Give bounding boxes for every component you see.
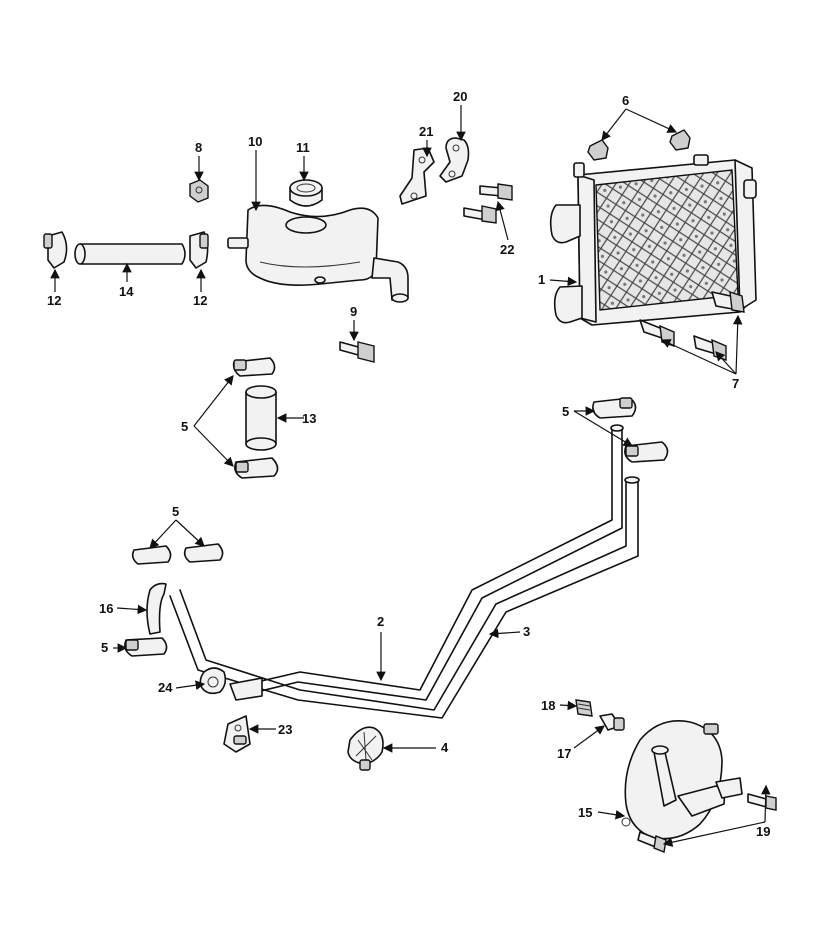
water-pump-impeller	[347, 726, 384, 771]
hose-clamp-upper	[232, 357, 276, 377]
callout-8: 8	[195, 140, 202, 155]
callout-20: 20	[453, 89, 467, 104]
hose-clamp-mid-right	[624, 441, 669, 463]
water-pump-housing	[621, 720, 743, 840]
mounting-bolts-22	[463, 183, 513, 224]
clip-24	[199, 667, 227, 695]
hose-clamp-pair-left	[131, 543, 224, 565]
tank-cap	[289, 179, 323, 207]
callout-21: 21	[419, 124, 433, 139]
callout-7: 7	[732, 376, 739, 391]
callout-14: 14	[119, 284, 134, 299]
fitting-18	[575, 699, 593, 717]
coolant-pipe-2	[239, 424, 624, 701]
screws-19	[637, 793, 777, 853]
callout-3: 3	[523, 624, 530, 639]
hose-13	[245, 385, 277, 451]
callout-13: 13	[302, 411, 316, 426]
hose-clamp-12-right	[189, 231, 209, 269]
hose-14	[74, 243, 186, 265]
hose-clamp-small	[124, 637, 168, 657]
callout-6: 6	[622, 93, 629, 108]
hose-clamp-top-right	[592, 397, 637, 419]
hose-clamp-12-left	[43, 231, 68, 269]
coolant-pipe-3	[169, 476, 640, 719]
callout-5-small-clamp: 5	[101, 640, 108, 655]
fitting-17	[599, 713, 625, 731]
callout-1: 1	[538, 272, 545, 287]
callout-4: 4	[441, 740, 449, 755]
callout-23: 23	[278, 722, 292, 737]
callout-10: 10	[248, 134, 262, 149]
callout-11: 11	[296, 140, 310, 155]
callout-18: 18	[541, 698, 555, 713]
callout-2: 2	[377, 614, 384, 629]
leader-lines	[50, 105, 771, 847]
callout-5-left-hose: 5	[181, 419, 188, 434]
callout-9: 9	[350, 304, 357, 319]
hose-clamp-lower	[234, 457, 279, 479]
callout-5-top-right: 5	[562, 404, 569, 419]
expansion-tank	[227, 204, 409, 303]
radiator-nuts	[587, 129, 691, 161]
callout-12-right: 12	[193, 293, 207, 308]
bracket-21	[399, 147, 435, 205]
callout-19: 19	[756, 824, 770, 839]
callout-16: 16	[99, 601, 113, 616]
callout-labels: 1 2 3 4 5 5 5 5 6 7 8 9 10 11 12 12 13 1…	[47, 89, 770, 839]
bolt-9	[339, 341, 375, 363]
nut-8	[189, 179, 209, 203]
elbow-hose-16	[146, 582, 167, 635]
callout-15: 15	[578, 805, 592, 820]
callout-5-clamp-pair: 5	[172, 504, 179, 519]
callout-17: 17	[557, 746, 571, 761]
callout-24: 24	[158, 680, 173, 695]
bracket-20	[439, 137, 470, 183]
callout-22: 22	[500, 242, 514, 257]
callout-12-left: 12	[47, 293, 61, 308]
radiator	[549, 154, 757, 326]
bracket-23	[223, 715, 251, 753]
